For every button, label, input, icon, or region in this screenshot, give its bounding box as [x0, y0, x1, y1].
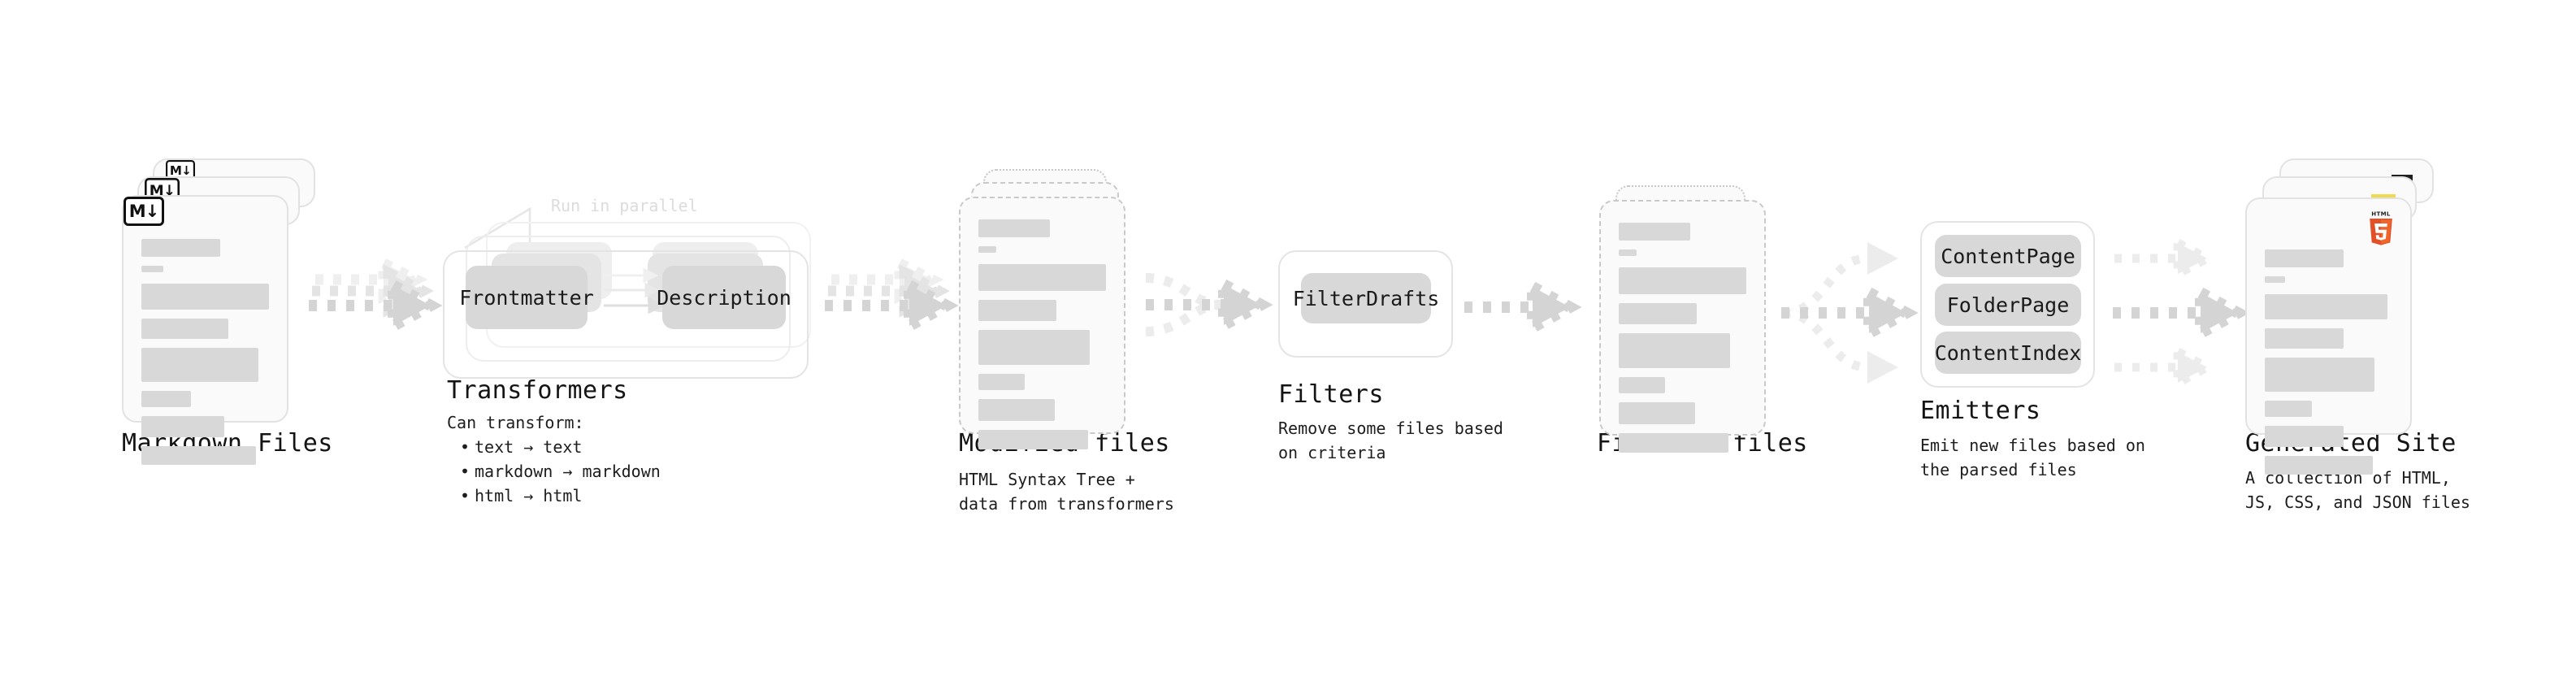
svg-text:HTML: HTML	[2371, 210, 2391, 217]
filters-title: Filters	[1278, 380, 1384, 409]
content-line	[978, 219, 1050, 237]
connector-markdown-to-transformers	[309, 254, 443, 336]
content-line	[978, 374, 1025, 390]
content-line	[141, 446, 257, 465]
list-item: markdown → markdown	[460, 459, 661, 484]
content-line	[141, 416, 225, 437]
content-line	[141, 266, 163, 272]
stage-filters: FilterDrafts	[1278, 250, 1457, 360]
content-line	[2265, 294, 2387, 319]
markdown-icon: M↓	[124, 197, 164, 226]
markdown-content-lines	[141, 239, 269, 474]
filters-subtitle: Remove some files based on criteria	[1278, 419, 1503, 462]
filtered-content-lines	[1619, 223, 1746, 462]
html5-icon: HTML	[2370, 210, 2392, 245]
transformers-pill-description[interactable]: Description	[657, 266, 791, 329]
connector-transformers-to-modified	[825, 254, 959, 336]
modified-content-lines	[978, 219, 1106, 458]
content-line	[978, 264, 1106, 291]
content-line	[141, 284, 269, 310]
content-line	[1619, 433, 1729, 453]
stage-transformers: Run in parallel Frontmatt	[443, 195, 825, 382]
content-line	[978, 246, 996, 253]
content-line	[141, 319, 228, 339]
transformers-inner-arrows	[604, 267, 666, 314]
markdown-sheet-front: M↓	[122, 195, 288, 465]
connector-filters-to-filtered	[1464, 277, 1582, 337]
modified-files-subtitle: HTML Syntax Tree + data from transformer…	[959, 470, 1174, 514]
filtered-sheet-front	[1599, 200, 1766, 453]
site-content-lines	[2265, 249, 2392, 484]
content-line	[2265, 456, 2374, 475]
content-line	[141, 239, 221, 257]
emitters-pill-contentindex[interactable]: ContentIndex	[1935, 332, 2081, 374]
content-line	[141, 348, 259, 382]
stage-modified-files	[959, 169, 1146, 449]
emitters-pill-contentpage[interactable]: ContentPage	[1935, 235, 2081, 277]
transformers-title: Transformers	[447, 376, 628, 405]
content-line	[1619, 267, 1746, 294]
content-line	[2265, 276, 2286, 283]
content-line	[978, 330, 1090, 365]
content-line	[1619, 333, 1730, 368]
site-sheet-front: HTML	[2245, 197, 2412, 475]
list-item: text → text	[460, 435, 661, 459]
transformers-list: text → text markdown → markdown html → h…	[447, 435, 661, 508]
content-line	[1619, 377, 1665, 393]
emitters-group-box	[1920, 221, 2095, 388]
transformers-group-front	[443, 250, 809, 379]
content-line	[2265, 249, 2344, 267]
filters-group-box	[1278, 250, 1453, 358]
connector-modified-to-filters	[1145, 273, 1273, 336]
transformers-pill-frontmatter[interactable]: Frontmatter	[459, 266, 594, 329]
content-line	[1619, 249, 1637, 256]
filters-pill-filterdrafts[interactable]: FilterDrafts	[1293, 273, 1439, 323]
stage-markdown-files: M↓ M↓ M↓	[122, 158, 317, 465]
emitters-title: Emitters	[1920, 397, 2041, 425]
run-in-parallel-label: Run in parallel	[551, 196, 698, 215]
list-item: html → html	[460, 484, 661, 508]
content-line	[2265, 358, 2375, 392]
content-line	[978, 300, 1056, 321]
stage-filtered-files	[1599, 185, 1782, 453]
content-line	[1619, 223, 1690, 241]
transformers-capabilities: Can transform: text → text markdown → ma…	[447, 410, 661, 508]
emitters-pill-folderpage[interactable]: FolderPage	[1935, 284, 2081, 326]
stage-emitters: ContentPage FolderPage ContentIndex	[1920, 221, 2103, 392]
content-line	[1619, 303, 1697, 324]
content-line	[1619, 402, 1696, 424]
content-line	[2265, 426, 2344, 447]
content-line	[2265, 328, 2344, 349]
connector-emitters-to-site	[2113, 235, 2250, 391]
content-line	[978, 399, 1056, 421]
emitters-subtitle: Emit new files based on the parsed files	[1920, 436, 2145, 479]
generated-site-subtitle: A collection of HTML, JS, CSS, and JSON …	[2245, 468, 2470, 512]
connector-filtered-to-emitters	[1781, 242, 1919, 384]
modified-sheet-front	[959, 197, 1125, 449]
content-line	[978, 430, 1089, 449]
content-line	[2265, 401, 2313, 417]
stage-generated-site: CSS HTML	[2245, 158, 2448, 475]
content-line	[141, 391, 192, 407]
transformers-list-header: Can transform:	[447, 413, 584, 432]
